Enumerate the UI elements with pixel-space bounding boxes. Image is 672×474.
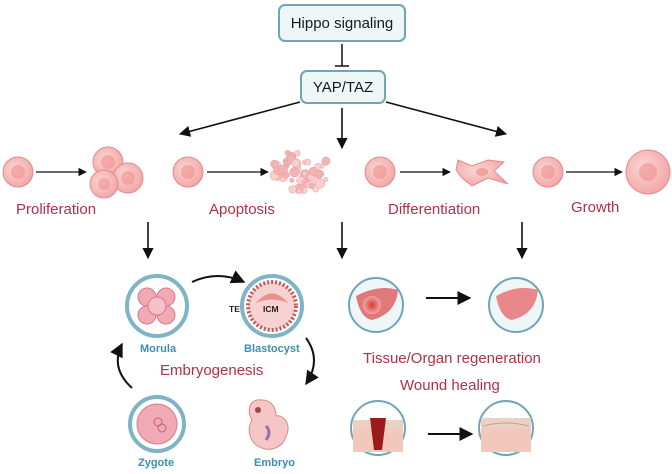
apoptotic-fragment (270, 159, 279, 169)
differentiation-single-cell (364, 156, 396, 188)
apoptotic-fragment (283, 160, 289, 166)
injured-liver-illustration (348, 277, 404, 333)
te-label: TE (229, 304, 240, 314)
blastocyst-illustration (240, 274, 304, 338)
apoptosis-single-cell (172, 156, 204, 188)
proliferation-label: Proliferation (16, 201, 97, 218)
morula-illustration (125, 274, 189, 338)
apoptosis-fragments (269, 150, 331, 194)
embryogenesis-title: Embryogenesis (160, 362, 264, 379)
apoptotic-fragment (289, 167, 300, 178)
healed-skin-illustration (478, 400, 534, 456)
apoptosis-label: Apoptosis (209, 201, 275, 218)
yap-taz-box: YAP/TAZ (300, 70, 386, 104)
apoptotic-fragment (296, 188, 302, 194)
hippo-signaling-label: Hippo signaling (290, 14, 394, 32)
wounded-skin-illustration (350, 400, 406, 456)
growth-label: Growth (571, 199, 620, 216)
differentiation-label: Differentiation (388, 201, 481, 218)
blastocyst-label: Blastocyst (244, 343, 300, 355)
yap-arrows (178, 101, 508, 150)
zygote-label: Zygote (138, 457, 175, 469)
morula-label: Morula (140, 343, 177, 355)
apoptotic-fragment (291, 158, 301, 168)
wound-healing-label: Wound healing (400, 377, 500, 394)
apoptotic-fragment (308, 183, 315, 189)
embryo-label: Embryo (254, 457, 295, 469)
apoptotic-fragment (277, 164, 288, 175)
embryo-illustration (248, 399, 289, 450)
growth-small-cell (532, 156, 564, 188)
apoptotic-fragment (321, 156, 331, 166)
apoptotic-fragment (288, 185, 297, 194)
embryogenesis-cycle-arrows (110, 270, 319, 389)
down-arrows (142, 222, 528, 260)
apoptotic-fragment (302, 171, 308, 177)
growth-large-cell (625, 149, 671, 195)
differentiated-cell (455, 159, 509, 187)
apoptotic-fragment (289, 177, 295, 183)
tissue-regeneration-label: Tissue/Organ regeneration (363, 350, 541, 367)
apoptotic-fragment (304, 158, 312, 166)
hippo-signaling-box: Hippo signaling (278, 4, 406, 42)
yap-taz-label: YAP/TAZ (312, 78, 374, 96)
apoptotic-fragment (319, 163, 325, 169)
proliferation-single-cell (2, 156, 34, 188)
zygote-illustration (128, 395, 186, 453)
apoptotic-fragment (314, 170, 323, 178)
apoptotic-fragment (294, 150, 301, 157)
apoptotic-fragment (315, 178, 326, 189)
icm-label: ICM (263, 304, 279, 314)
inhibition-connector (335, 44, 349, 67)
healthy-liver-illustration (488, 277, 544, 333)
apoptotic-fragment (323, 176, 329, 182)
proliferation-cluster (89, 146, 144, 199)
